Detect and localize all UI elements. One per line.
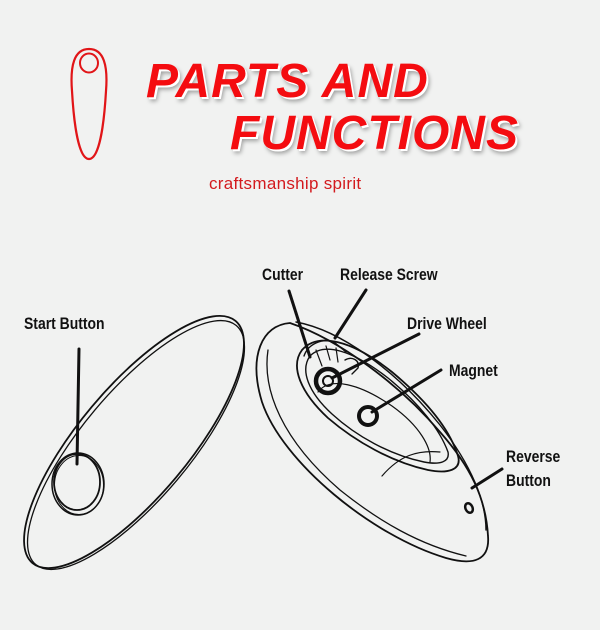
subtitle: craftsmanship spirit <box>209 174 362 193</box>
release-screw-leader <box>333 288 368 340</box>
label-magnet: Magnet <box>449 361 498 380</box>
device-cover <box>23 315 246 571</box>
magnet-shape <box>357 405 379 427</box>
magnet-leader <box>370 368 443 414</box>
label-drive-wheel: Drive Wheel <box>407 314 487 333</box>
oval-device-logo-icon <box>70 47 108 161</box>
label-release-screw: Release Screw <box>340 265 438 284</box>
drive-wheel-leader <box>330 332 421 380</box>
label-reverse-button-line2: Button <box>506 471 551 490</box>
title-line-1: PARTS AND <box>146 55 429 108</box>
cutter-leader <box>287 289 312 359</box>
title-line-2: FUNCTIONS <box>230 107 519 160</box>
drive-wheel-shape <box>313 366 343 396</box>
label-reverse-button-line1: Reverse <box>506 447 561 466</box>
label-cutter: Cutter <box>262 265 304 284</box>
reverse-button-leader <box>470 467 504 490</box>
label-start-button: Start Button <box>24 314 105 333</box>
start-button-leader <box>75 347 81 466</box>
reverse-button-shape <box>463 501 475 515</box>
